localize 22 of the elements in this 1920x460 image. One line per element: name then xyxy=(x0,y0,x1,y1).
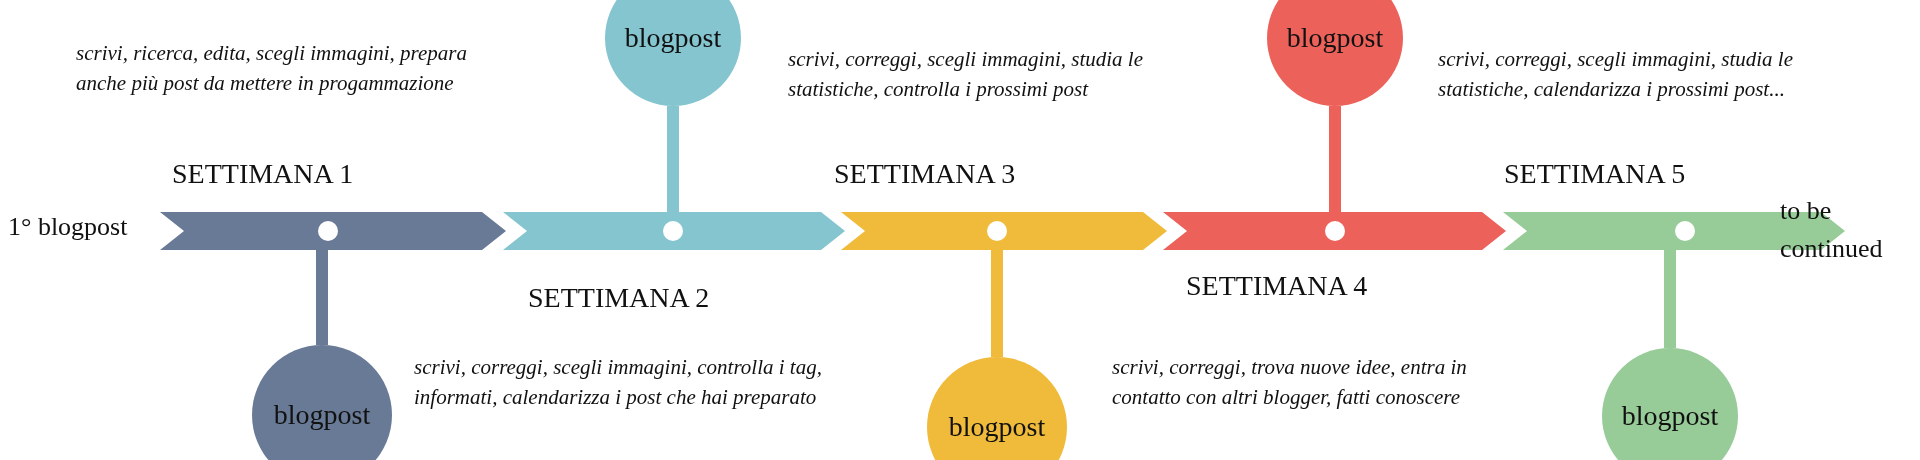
week-heading: SETTIMANA 4 xyxy=(1186,270,1368,302)
milestone-circle: blogpost xyxy=(1602,348,1738,460)
connector-stem xyxy=(1329,106,1341,212)
connector-stem xyxy=(1664,250,1676,348)
week-heading: SETTIMANA 3 xyxy=(834,158,1016,190)
milestone-circle: blogpost xyxy=(252,345,392,460)
timeline-label: 1° blogpost xyxy=(8,211,129,243)
task-description: scrivi, correggi, scegli immagini, studia le statistiche, calendarizza i prossimi post... xyxy=(1438,46,1794,103)
week-heading: SETTIMANA 5 xyxy=(1504,158,1686,190)
connector-stem xyxy=(316,250,328,345)
week-heading: SETTIMANA 1 xyxy=(172,158,354,190)
week-heading: SETTIMANA 2 xyxy=(528,282,710,314)
timeline-label: to be continued xyxy=(1780,195,1884,265)
connector-stem xyxy=(991,250,1003,357)
task-description: scrivi, correggi, trova nuove idee, entra in contatto con altri blogger, fatti conoscere xyxy=(1112,354,1468,411)
task-description: scrivi, correggi, scegli immagini, controlla i tag, informati, calendarizza i post che hai preparato xyxy=(414,354,823,411)
task-description: scrivi, ricerca, edita, scegli immagini, prepara anche più post da mettere in progammazione xyxy=(76,40,468,97)
milestone-circle: blogpost xyxy=(927,357,1067,460)
milestone-circle: blogpost xyxy=(605,0,741,106)
connector-stem xyxy=(667,106,679,212)
task-description: scrivi, correggi, scegli immagini, studia le statistiche, controlla i prossimi post xyxy=(788,46,1144,103)
milestone-circle: blogpost xyxy=(1267,0,1403,106)
